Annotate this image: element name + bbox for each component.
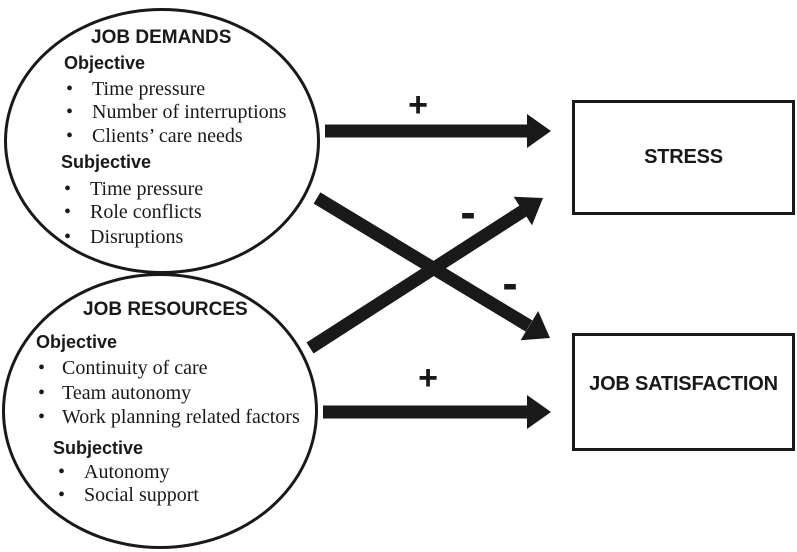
bullet-dot: • xyxy=(38,382,46,404)
job-demands-objective-label: Objective xyxy=(64,53,146,73)
bullet-item-label: Number of interruptions xyxy=(92,101,287,123)
job-demands-title: JOB DEMANDS xyxy=(91,27,232,48)
bullet-dot: • xyxy=(66,101,74,123)
bullet-item-label: Time pressure xyxy=(92,78,206,100)
job-satisfaction-box: JOB SATISFACTION xyxy=(572,333,795,451)
bullet-item: • Disruptions xyxy=(64,225,183,249)
bullet-item: • Work planning related factors xyxy=(38,405,300,429)
bullet-item: • Social support xyxy=(58,483,199,507)
arrow-resources-to-satisfaction xyxy=(323,395,551,429)
sign-demands-stress: + xyxy=(408,86,428,124)
job-resources-title: JOB RESOURCES xyxy=(83,299,248,320)
sign-resources-stress: - xyxy=(460,186,476,238)
bullet-item: • Clients’ care needs xyxy=(66,124,243,148)
bullet-dot: • xyxy=(64,178,72,200)
bullet-dot: • xyxy=(64,201,72,223)
bullet-item-label: Autonomy xyxy=(84,461,170,483)
bullet-item-label: Time pressure xyxy=(90,178,204,200)
bullet-item-label: Clients’ care needs xyxy=(92,125,243,147)
bullet-item-label: Continuity of care xyxy=(62,357,208,379)
bullet-item: • Role conflicts xyxy=(64,200,202,224)
bullet-item-label: Team autonomy xyxy=(62,382,192,404)
bullet-item: • Number of interruptions xyxy=(66,100,286,124)
bullet-item: • Autonomy xyxy=(58,460,170,484)
bullet-item-label: Work planning related factors xyxy=(62,406,300,428)
bullet-item: • Time pressure xyxy=(66,77,205,101)
sign-demands-satisfaction: - xyxy=(502,257,518,309)
bullet-dot: • xyxy=(64,226,72,248)
bullet-item-label: Role conflicts xyxy=(90,201,202,223)
job-demands-ellipse xyxy=(4,8,320,274)
sign-resources-satisfaction: + xyxy=(418,359,438,397)
bullet-item-label: Social support xyxy=(84,484,199,506)
bullet-item: • Continuity of care xyxy=(38,356,208,380)
bullet-item: • Time pressure xyxy=(64,177,203,201)
job-resources-ellipse xyxy=(2,273,318,549)
bullet-item-label: Disruptions xyxy=(90,226,184,248)
bullet-dot: • xyxy=(38,357,46,379)
bullet-dot: • xyxy=(66,125,74,147)
arrow-demands-to-stress xyxy=(325,114,551,148)
bullet-dot: • xyxy=(38,406,46,428)
bullet-dot: • xyxy=(66,78,74,100)
stress-box-label: STRESS xyxy=(644,146,723,168)
job-resources-objective-label: Objective xyxy=(36,332,118,352)
job-satisfaction-box-label: JOB SATISFACTION xyxy=(589,372,778,395)
bullet-item: • Team autonomy xyxy=(38,381,191,405)
job-demands-subjective-label: Subjective xyxy=(61,152,152,172)
job-resources-subjective-label: Subjective xyxy=(53,438,144,458)
bullet-dot: • xyxy=(58,484,66,506)
stress-box: STRESS xyxy=(572,100,795,215)
bullet-dot: • xyxy=(58,461,66,483)
